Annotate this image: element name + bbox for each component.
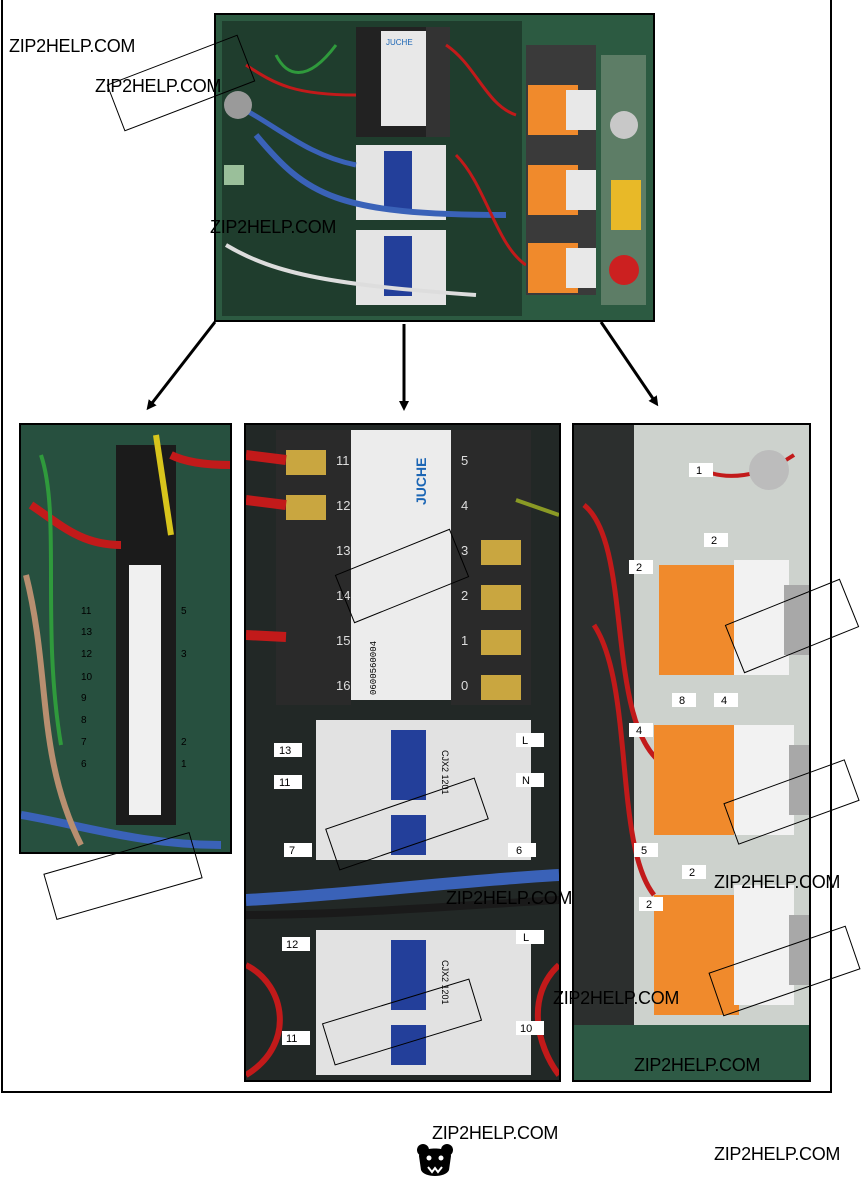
- terminal-label: 2: [181, 737, 187, 748]
- left-terminal: 13: [336, 543, 350, 558]
- switch-wire-label: 4: [636, 725, 642, 737]
- terminal-label: 13: [81, 627, 93, 638]
- wire-label: 13: [279, 745, 291, 757]
- switch-wire-label: 2: [711, 535, 717, 547]
- main-brand-text: JUCHE: [386, 38, 413, 47]
- detail-terminal-strip-photo: 11 13 12 10 9 8 7 6 5 3 2 1: [19, 423, 232, 854]
- left-terminal: 11: [336, 453, 350, 468]
- left-terminal: 15: [336, 633, 350, 648]
- right-terminal: 4: [461, 498, 468, 513]
- wire-label: L: [523, 932, 529, 944]
- bear-logo-icon: [417, 1144, 453, 1176]
- wire-label: 11: [286, 1033, 297, 1045]
- terminal-label: 1: [181, 759, 187, 770]
- watermark: ZIP2HELP.COM: [95, 76, 222, 96]
- watermark: ZIP2HELP.COM: [210, 217, 337, 237]
- terminal-label: 12: [81, 649, 93, 660]
- watermark: ZIP2HELP.COM: [446, 888, 573, 908]
- bear-logo: [416, 1142, 454, 1182]
- terminal-label: 9: [81, 693, 87, 704]
- contactor-label: CJX2 1201: [440, 750, 450, 795]
- watermark: ZIP2HELP.COM: [714, 872, 841, 892]
- watermark: ZIP2HELP.COM: [432, 1123, 559, 1143]
- detail-transformer-photo: JUCHE 0600560004 11 12 13 14 15 16 5 4 3…: [244, 423, 561, 1082]
- watermark: ZIP2HELP.COM: [714, 1144, 841, 1164]
- contactor-label: CJX2 1201: [440, 960, 450, 1005]
- wire-label: 7: [289, 845, 295, 857]
- right-terminal: 5: [461, 453, 468, 468]
- pointer-arrows: [146, 321, 659, 411]
- arrow-right: [599, 321, 659, 407]
- switch-wire-label: 4: [721, 695, 727, 707]
- wire-label: 11: [279, 777, 290, 789]
- detail-switches-photo: 1 2 4 2 8 4 5 2 2: [572, 423, 811, 1082]
- left-terminal: 12: [336, 498, 350, 513]
- right-terminal: 2: [461, 588, 468, 603]
- transformer-brand: JUCHE: [413, 458, 429, 505]
- right-terminal: 0: [461, 678, 468, 693]
- left-terminal: 14: [336, 588, 350, 603]
- wire-label: 12: [286, 939, 298, 951]
- wire-label: N: [522, 775, 530, 787]
- switch-wire-label: 8: [679, 695, 685, 707]
- left-terminal: 16: [336, 678, 350, 693]
- terminal-label: 3: [181, 649, 187, 660]
- switch-wire-label: 2: [646, 899, 652, 911]
- switch-wire-label: 2: [689, 867, 695, 879]
- terminal-label: 10: [81, 672, 93, 683]
- transformer-barcode: 0600560004: [369, 641, 379, 695]
- terminal-strip-illustration: 11 13 12 10 9 8 7 6 5 3 2 1: [21, 425, 230, 852]
- arrow-left: [146, 321, 217, 411]
- right-terminal: 1: [461, 633, 468, 648]
- switch-wire-label: 2: [636, 562, 642, 574]
- terminal-label: 6: [81, 759, 87, 770]
- wire-label: 6: [516, 845, 522, 857]
- watermark: ZIP2HELP.COM: [9, 36, 136, 56]
- wire-label: L: [522, 735, 528, 747]
- terminal-label: 5: [181, 606, 187, 617]
- right-terminal: 3: [461, 543, 468, 558]
- switches-illustration: 1 2 4 2 8 4 5 2 2: [574, 425, 809, 1080]
- page-frame: [1, 0, 832, 1093]
- switch-wire-label: 5: [641, 845, 647, 857]
- terminal-label: 7: [81, 737, 87, 748]
- terminal-label: 8: [81, 715, 87, 726]
- wire-label: 10: [520, 1023, 532, 1035]
- main-panel-photo: JUCHE: [214, 13, 655, 322]
- watermark: ZIP2HELP.COM: [634, 1055, 761, 1075]
- main-panel-illustration: JUCHE: [216, 15, 653, 320]
- watermark: ZIP2HELP.COM: [553, 988, 680, 1008]
- switch-wire-label: 1: [696, 465, 702, 477]
- transformer-illustration: JUCHE 0600560004 11 12 13 14 15 16 5 4 3…: [246, 425, 559, 1080]
- terminal-label: 11: [81, 606, 92, 617]
